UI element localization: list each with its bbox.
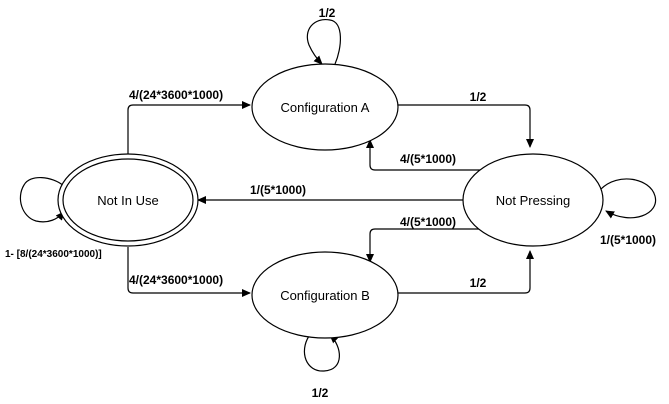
state-not-in-use[interactable]: Not In Use <box>57 153 199 247</box>
edge-not-in-use-to-config-a <box>127 101 251 155</box>
label-not-pressing-to-not-in-use: 1/(5*1000) <box>250 183 306 197</box>
state-config-a[interactable]: Configuration A <box>251 63 399 151</box>
label-config-b-self: 1/2 <box>312 386 329 400</box>
label-not-in-use-to-config-b: 4/(24*3600*1000) <box>129 273 223 287</box>
edge-not-pressing-to-config-a <box>366 139 483 171</box>
self-loop-not-pressing <box>600 178 657 219</box>
label-config-b-to-not-pressing: 1/2 <box>470 276 487 290</box>
label-config-a-to-not-pressing: 1/2 <box>470 90 487 104</box>
self-loop-config-a <box>306 18 341 65</box>
state-config-b[interactable]: Configuration B <box>251 251 399 339</box>
state-label: Configuration A <box>281 100 370 115</box>
label-not-pressing-to-config-a: 4/(5*1000) <box>400 152 456 166</box>
label-not-in-use-to-config-a: 4/(24*3600*1000) <box>129 88 223 102</box>
state-label: Not Pressing <box>496 193 570 208</box>
label-not-in-use-self: 1- [8/(24*3600*1000)] <box>5 249 102 260</box>
state-label: Not In Use <box>97 193 158 208</box>
edge-config-b-to-not-pressing <box>398 250 534 294</box>
self-loop-config-b <box>303 334 340 372</box>
edge-config-a-to-not-pressing <box>398 104 534 148</box>
label-config-a-self: 1/2 <box>319 6 336 20</box>
label-not-pressing-self: 1/(5*1000) <box>600 233 656 247</box>
edge-not-in-use-to-config-b <box>127 247 251 297</box>
label-not-pressing-to-config-b: 4/(5*1000) <box>400 215 456 229</box>
state-not-pressing[interactable]: Not Pressing <box>462 153 604 247</box>
self-loop-not-in-use <box>19 177 65 223</box>
edge-not-pressing-to-config-b <box>366 228 483 263</box>
state-label: Configuration B <box>280 288 370 303</box>
